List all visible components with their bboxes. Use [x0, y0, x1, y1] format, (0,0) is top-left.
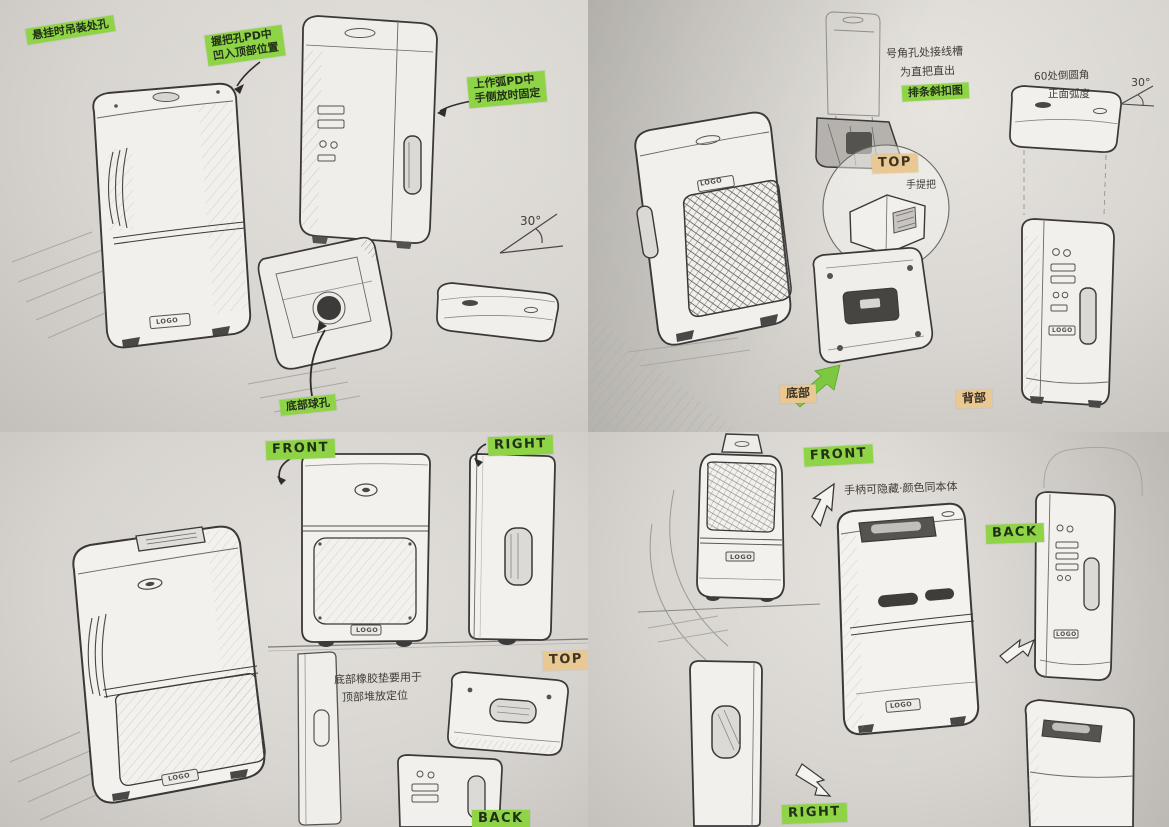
speaker-underside-sketch: [812, 247, 934, 364]
angle-value: 30°: [520, 214, 542, 228]
top-view-sketch: [1009, 85, 1155, 216]
sketch-arrow-icon: [795, 763, 832, 797]
top-left-drawing: [11, 15, 564, 413]
pencil-shading: [9, 731, 117, 821]
side-view-sketch: [689, 660, 763, 827]
label-front-view: FRONT: [265, 438, 336, 461]
top-right-drawing: [588, 11, 1155, 432]
label-top-view: TOP: [871, 153, 919, 174]
logo-plate: LOGO: [730, 553, 753, 561]
label-top-view: TOP: [542, 650, 588, 671]
partial-three-quarter-sketch: [1024, 699, 1135, 827]
detail-bubble: [822, 144, 950, 317]
construction-curves: [649, 489, 729, 661]
note-front-arc: 正面弧度: [1048, 88, 1090, 100]
rear-view-partial-sketch: [397, 754, 503, 827]
bottom-left-drawing: [9, 443, 588, 827]
three-quarter-view-sketch: [72, 525, 266, 804]
label-front-view: FRONT: [803, 444, 874, 467]
right-view-sketch: [468, 453, 556, 645]
label-bottom: 底部: [779, 384, 817, 404]
sketch-panel-top-right: 号角孔处接线槽 为直把直出 排条斜扣图 TOP 手提把 60处倒圆角 正面弧度 …: [588, 0, 1169, 433]
speaker-front-view-sketch: [92, 82, 252, 349]
side-profile-sketch: [297, 651, 342, 826]
logo-plate: LOGO: [1056, 631, 1077, 638]
sketch-panel-bottom-left: FRONT RIGHT TOP 底部橡胶垫要用于 顶部堆放定位 BACK LOG…: [0, 432, 589, 827]
top-view-sketch: [447, 671, 569, 756]
logo-plate: LOGO: [356, 626, 379, 634]
ground-line: [637, 603, 821, 613]
note-corner-radius: 60处倒圆角: [1033, 69, 1090, 83]
label-right-view: RIGHT: [487, 434, 554, 457]
label-back-view: BACK: [472, 810, 530, 827]
pencil-shading: [588, 310, 738, 432]
main-three-quarter-sketch: [836, 502, 980, 736]
annotation-slat-detail: 排条斜扣图: [901, 82, 970, 103]
label-right-view: RIGHT: [781, 802, 848, 825]
bottom-right-drawing: [637, 433, 1143, 827]
note-rubber-feet: 底部橡胶垫要用于: [333, 670, 423, 687]
label-back: 背部: [955, 389, 993, 409]
speaker-grille-sketch: [627, 111, 792, 367]
front-view-sketch: [696, 433, 785, 602]
construction-curves: [1043, 446, 1143, 497]
speaker-top-view-sketch: [436, 282, 560, 343]
angle-value: 30°: [1131, 76, 1151, 89]
angle-annotation: [499, 213, 564, 254]
sketch-arrow-icon: [811, 482, 835, 527]
note-carry-handle: 手提把: [906, 180, 936, 191]
speaker-back-view-sketch: [299, 15, 438, 249]
sketch-panel-top-left: 悬挂时吊装处孔 握把孔PD中凹入顶部位置 上作弧PD中手侧放时固定 30° 底部…: [0, 0, 589, 433]
note-stacking: 顶部堆放定位: [341, 688, 409, 705]
logo-plate: LOGO: [1052, 327, 1073, 334]
sketch-panel-bottom-right: FRONT 手柄可隐藏·颜色同本体 BACK RIGHT LOGO LOGO L…: [588, 432, 1169, 827]
speaker-bottom-view-sketch: [257, 236, 393, 370]
note-straight-out: 为直把直出: [899, 64, 956, 79]
sketch-arrow-icon: [999, 638, 1036, 664]
label-back-view: BACK: [985, 523, 1044, 544]
speaker-rear-sketch: [1021, 218, 1115, 408]
rear-three-quarter-sketch: [1034, 491, 1116, 681]
note-horn-hole: 号角孔处接线槽: [885, 44, 964, 61]
front-view-sketch: [301, 453, 431, 647]
